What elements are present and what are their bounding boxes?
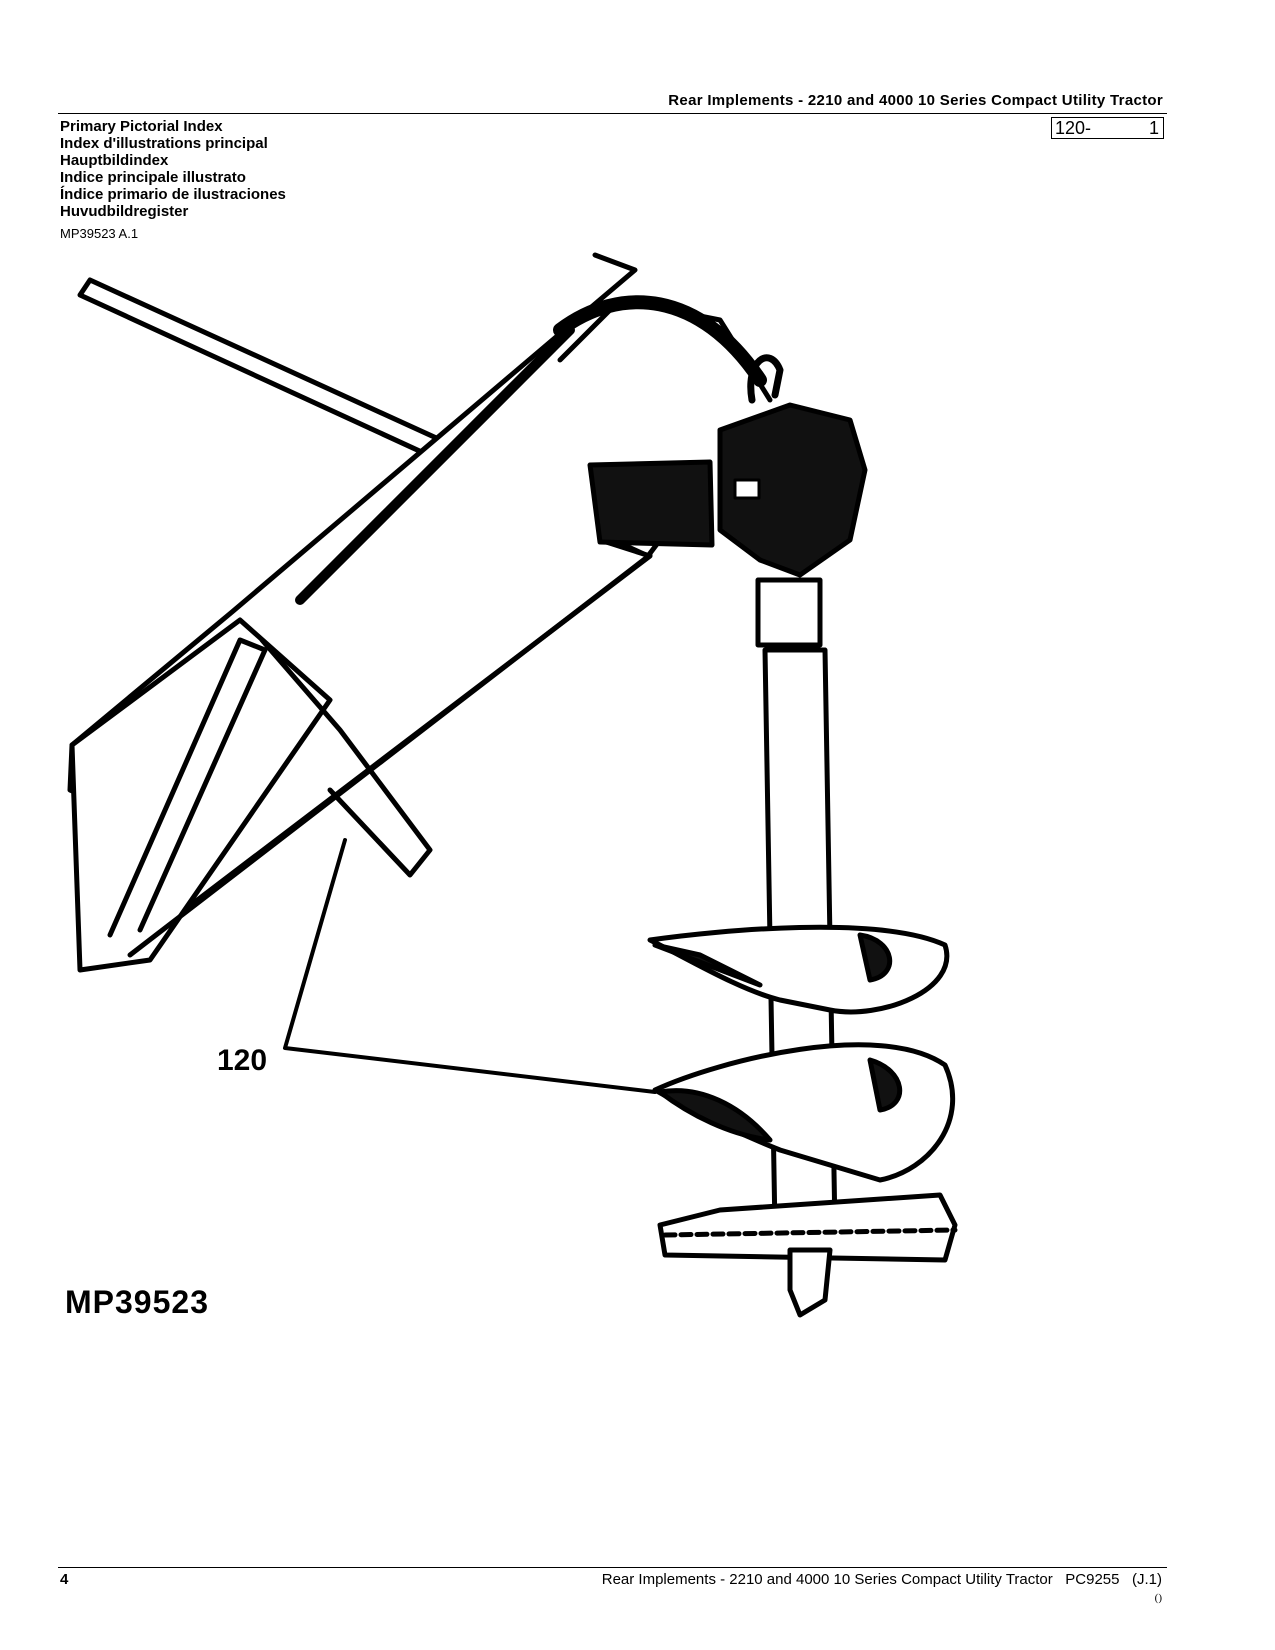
index-title-fr: Index d'illustrations principal xyxy=(60,135,268,152)
image-reference: MP39523 A.1 xyxy=(60,226,139,241)
post-hole-digger-illustration: 120 MP39523 xyxy=(65,252,958,1320)
auger-flight-3 xyxy=(657,1192,958,1263)
index-title-sv: Huvudbildregister xyxy=(60,203,189,220)
callout-label: 120 xyxy=(217,1044,267,1077)
auger-flight-1 xyxy=(647,924,950,1015)
index-title-es: Índice primario de ilustraciones xyxy=(60,186,286,203)
index-title-en: Primary Pictorial Index xyxy=(60,118,223,135)
footer-note: () xyxy=(1154,1592,1162,1604)
page-header-title: Rear Implements - 2210 and 4000 10 Serie… xyxy=(668,92,1163,109)
footer-rule xyxy=(58,1567,1167,1568)
page-ref-group: 120- xyxy=(1055,118,1092,138)
footer-text: Rear Implements - 2210 and 4000 10 Serie… xyxy=(601,1571,1162,1588)
gearbox-shape xyxy=(717,402,868,578)
page-ref-number: 1 xyxy=(1148,118,1159,138)
index-title-it: Indice principale illustrato xyxy=(60,169,246,186)
page-reference-box: 120- 1 xyxy=(1051,117,1164,139)
index-titles: Primary Pictorial Index Index d'illustra… xyxy=(60,118,286,220)
header-rule xyxy=(58,113,1167,114)
footer-page-number: 4 xyxy=(60,1571,69,1588)
figure-id-label: MP39523 xyxy=(65,1284,209,1320)
callout-leader-line xyxy=(283,838,657,1094)
index-title-de: Hauptbildindex xyxy=(60,152,169,169)
